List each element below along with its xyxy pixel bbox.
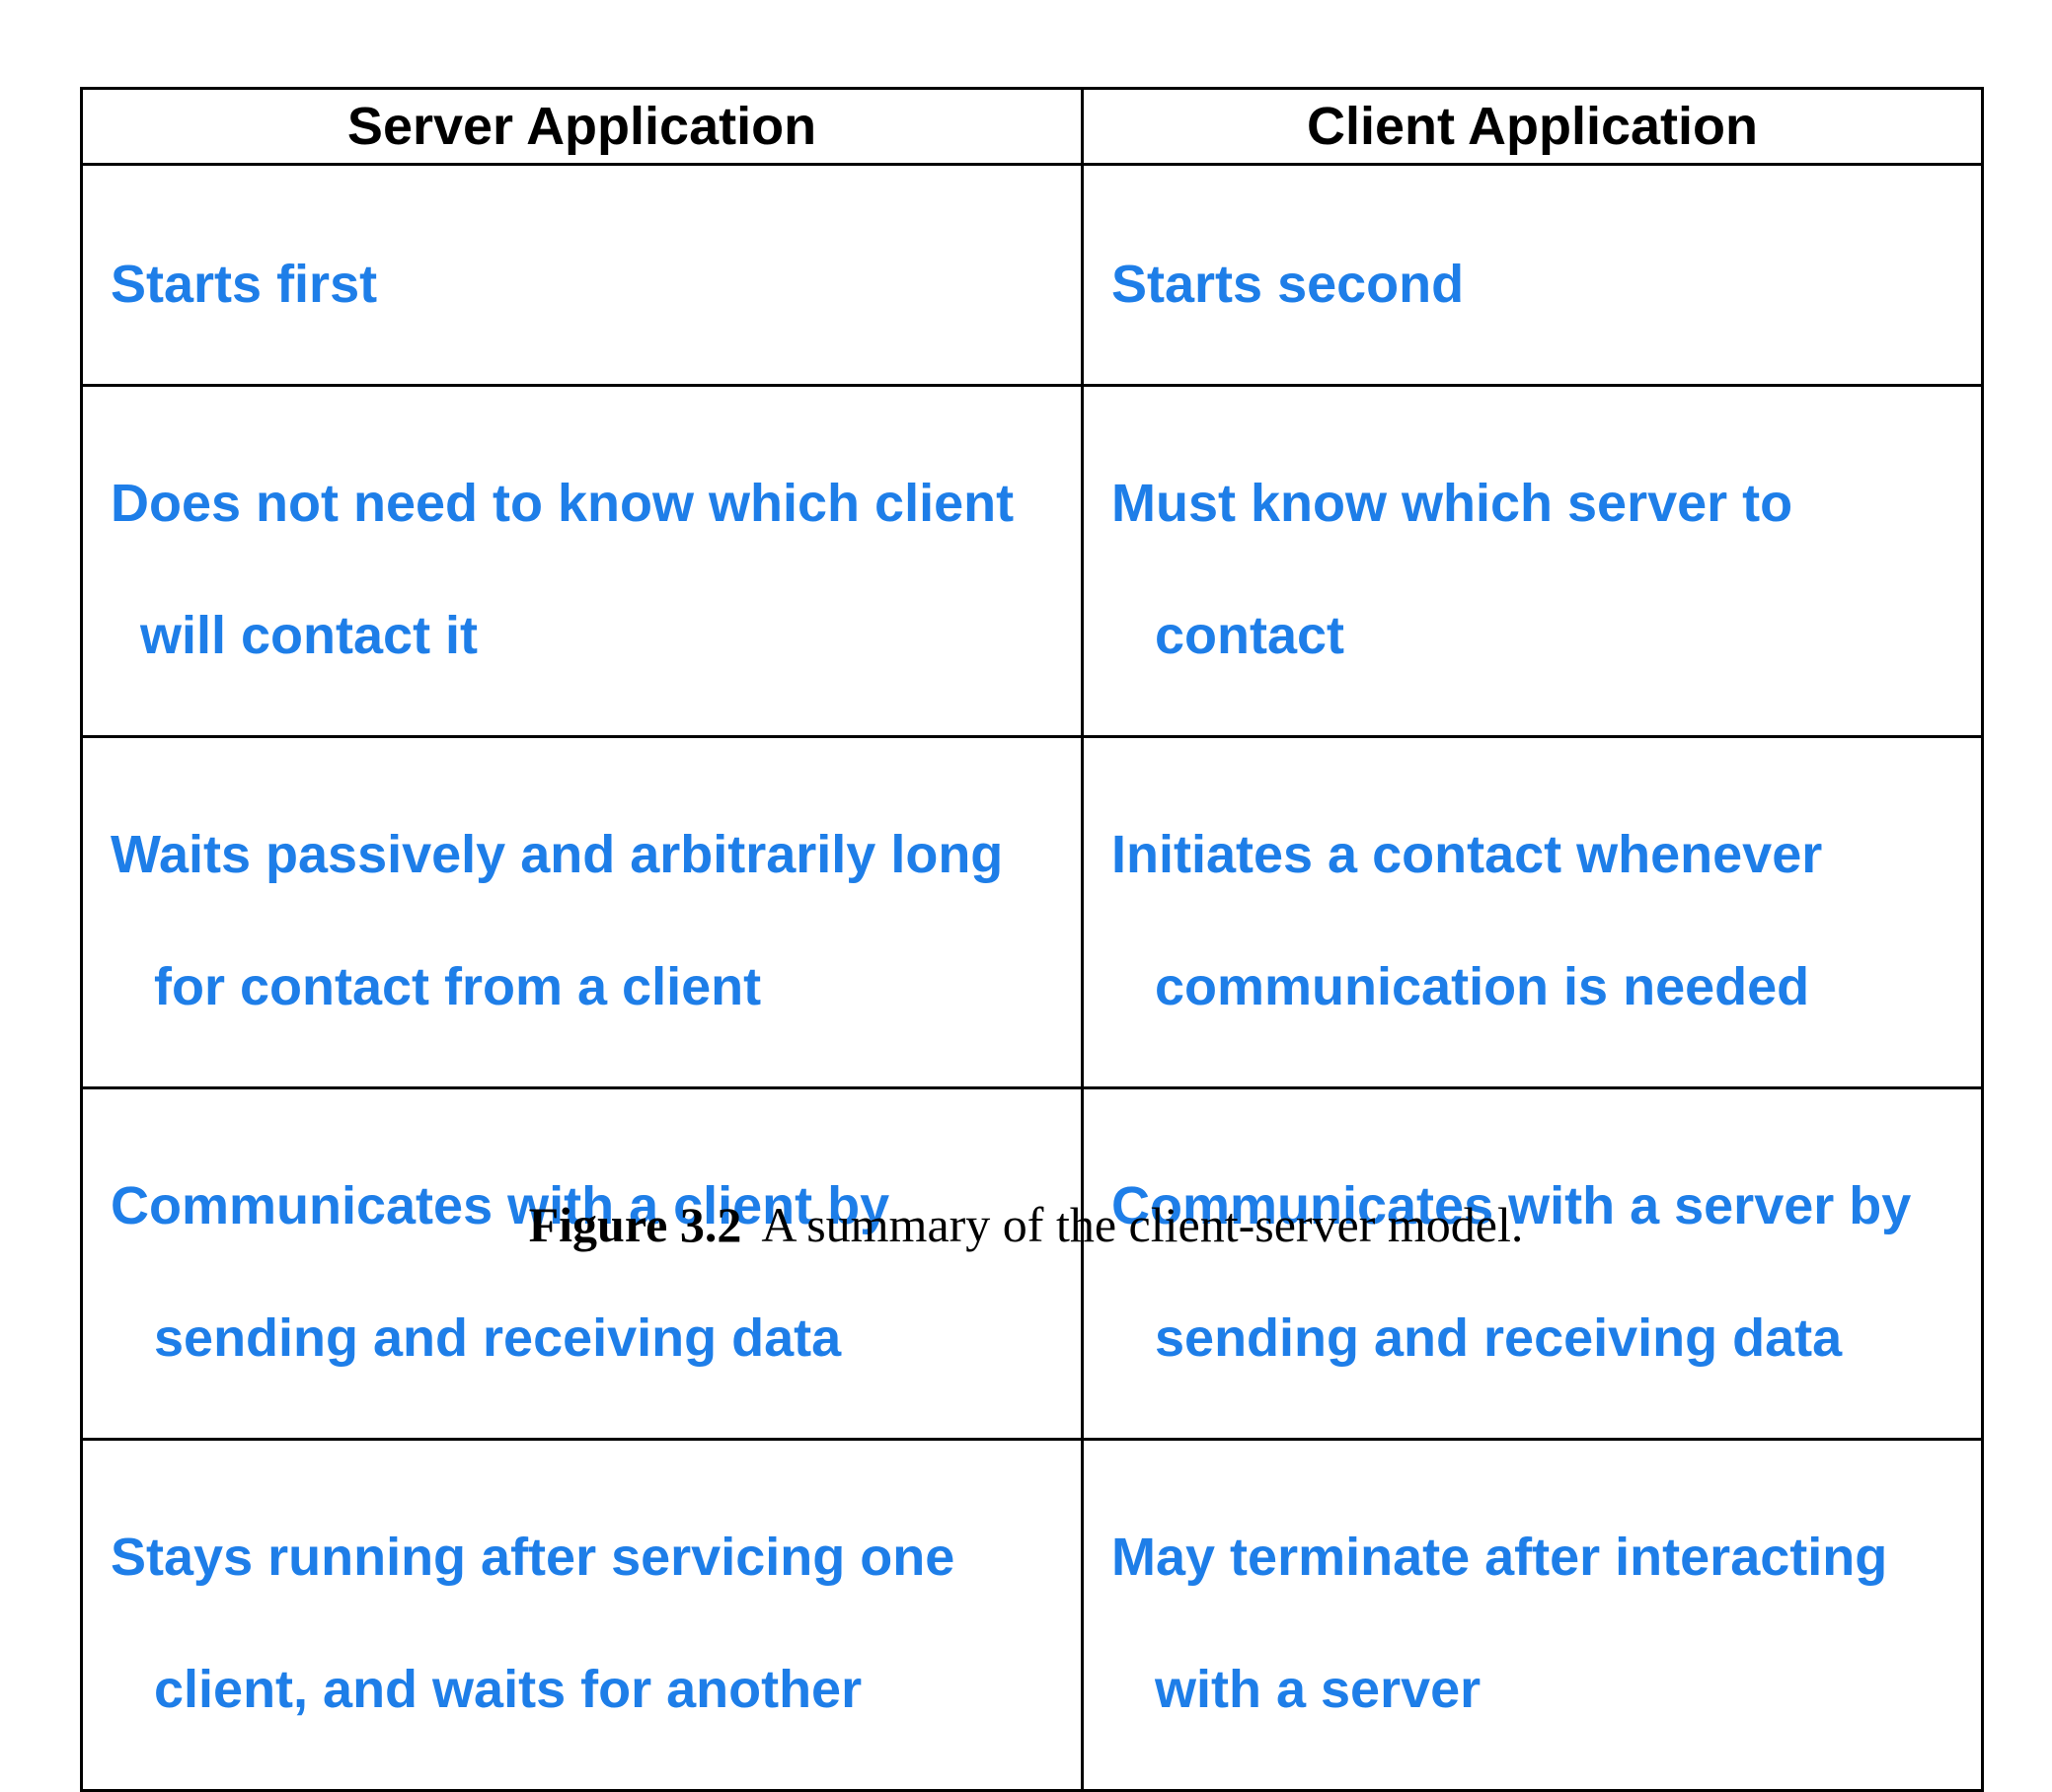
client-cell: Starts second (1081, 163, 1984, 387)
server-cell: Communicates with a client by sending an… (80, 1086, 1084, 1441)
summary-table: Server Application Client Application St… (80, 87, 1984, 1792)
client-cell: May terminate after interacting with a s… (1081, 1438, 1984, 1792)
header-server-application: Server Application (80, 87, 1084, 166)
client-cell: Must know which server to contact (1081, 384, 1984, 738)
cell-line: sending and receiving data (154, 1308, 842, 1368)
figure-caption: Figure 3.2 A summary of the client-server… (0, 1196, 2052, 1253)
header-client-application: Client Application (1081, 87, 1984, 166)
cell-line: Starts first (111, 255, 378, 314)
cell-line: for contact from a client (154, 957, 762, 1016)
cell-line: communication is needed (1155, 957, 1810, 1016)
table-row: Waits passively and arbitrarily long for… (80, 735, 1984, 1089)
table-row: Does not need to know which client will … (80, 384, 1984, 738)
server-cell: Waits passively and arbitrarily long for… (80, 735, 1084, 1089)
cell-line: client, and waits for another (154, 1660, 863, 1719)
cell-line: contact (1155, 606, 1345, 665)
cell-line: May terminate after interacting (1111, 1528, 1888, 1587)
table-row: Starts first Starts second (80, 163, 1984, 387)
cell-line: Starts second (1111, 255, 1465, 314)
server-cell: Starts first (80, 163, 1084, 387)
cell-line: sending and receiving data (1155, 1308, 1843, 1368)
cell-line: Must know which server to (1111, 474, 1793, 533)
client-cell: Initiates a contact whenever communicati… (1081, 735, 1984, 1089)
client-cell: Communicates with a server by sending an… (1081, 1086, 1984, 1441)
table-row: Stays running after servicing one client… (80, 1438, 1984, 1792)
figure-caption-text: A summary of the client-server model. (761, 1197, 1524, 1252)
cell-line: Waits passively and arbitrarily long (111, 825, 1004, 884)
cell-line: Communicates with a server by (1111, 1176, 1912, 1235)
server-cell: Stays running after servicing one client… (80, 1438, 1084, 1792)
header-row: Server Application Client Application (80, 87, 1984, 166)
cell-line: Does not need to know which client (111, 474, 1015, 533)
cell-line: Stays running after servicing one (111, 1528, 955, 1587)
cell-line: Initiates a contact whenever (1111, 825, 1823, 884)
table-row: Communicates with a client by sending an… (80, 1086, 1984, 1441)
cell-line: with a server (1155, 1660, 1482, 1719)
cell-line: Communicates with a client by (111, 1176, 890, 1235)
server-cell: Does not need to know which client will … (80, 384, 1084, 738)
figure-label: Figure 3.2 (528, 1197, 742, 1252)
cell-line: will contact it (140, 606, 479, 665)
